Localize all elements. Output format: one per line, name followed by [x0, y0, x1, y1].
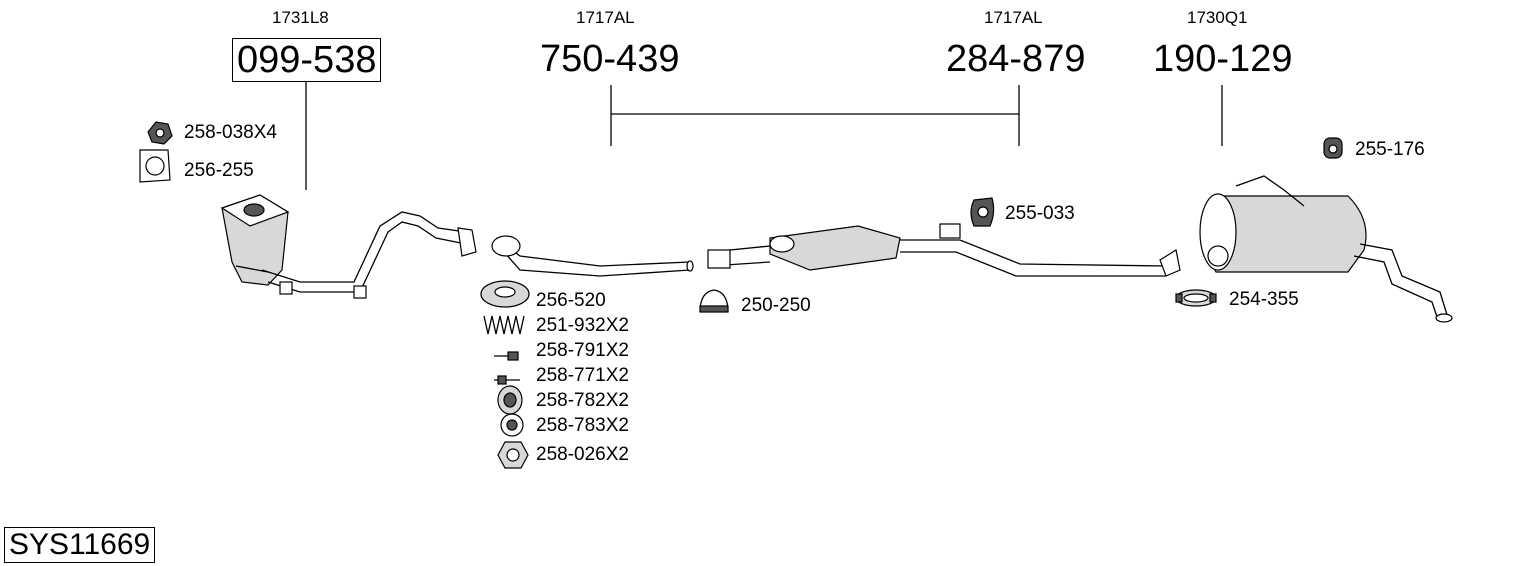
center-silencer-drawing	[707, 223, 1181, 277]
group-code-1: 1731L8	[272, 8, 329, 27]
accessory-label-258-038x4[interactable]: 258-038X4	[184, 122, 277, 143]
part-number-099-538[interactable]: 099-538	[232, 38, 382, 82]
accessory-label-258-782x2[interactable]: 258-782X2	[536, 390, 629, 411]
part-number-190-129[interactable]: 190-129	[1153, 38, 1293, 80]
ring-gasket-icon	[480, 280, 530, 308]
accessory-label-250-250[interactable]: 250-250	[741, 295, 811, 316]
catalytic-converter-drawing	[220, 194, 290, 286]
u-clamp-icon	[699, 289, 729, 313]
accessory-label-251-932x2[interactable]: 251-932X2	[536, 315, 629, 336]
bracket-line-750-439-284-879	[610, 85, 1020, 146]
rear-silencer-drawing	[1199, 175, 1453, 323]
part-number-284-879[interactable]: 284-879	[946, 38, 1086, 80]
accessory-label-256-520[interactable]: 256-520	[536, 290, 606, 311]
accessory-label-255-033[interactable]: 255-033	[1005, 203, 1075, 224]
group-code-3: 1717AL	[984, 8, 1043, 27]
group-code-2: 1717AL	[576, 8, 635, 27]
stud-icon	[494, 375, 520, 385]
accessory-label-254-355[interactable]: 254-355	[1229, 289, 1299, 310]
accessory-label-256-255[interactable]: 256-255	[184, 160, 254, 181]
accessory-label-258-791x2[interactable]: 258-791X2	[536, 340, 629, 361]
system-id-label: SYS11669	[4, 527, 156, 563]
accessory-label-258-771x2[interactable]: 258-771X2	[536, 365, 629, 386]
nut-icon	[147, 121, 173, 145]
sleeve-icon	[497, 385, 523, 415]
rubber-mount-icon	[1323, 137, 1343, 159]
band-clamp-icon	[1175, 289, 1217, 307]
accessory-label-258-026x2[interactable]: 258-026X2	[536, 444, 629, 465]
accessory-label-258-783x2[interactable]: 258-783X2	[536, 415, 629, 436]
part-number-750-439[interactable]: 750-439	[540, 38, 680, 80]
washer-icon	[500, 413, 524, 437]
middle-pipe-drawing	[491, 235, 694, 277]
hex-nut-icon	[497, 441, 529, 469]
accessory-label-255-176[interactable]: 255-176	[1355, 139, 1425, 160]
flange-gasket-icon	[139, 149, 171, 183]
rubber-hanger-icon	[970, 197, 995, 227]
bolt-icon	[494, 351, 519, 361]
front-pipe-drawing	[261, 211, 477, 299]
spring-icon	[483, 315, 525, 335]
group-code-4: 1730Q1	[1187, 8, 1248, 27]
